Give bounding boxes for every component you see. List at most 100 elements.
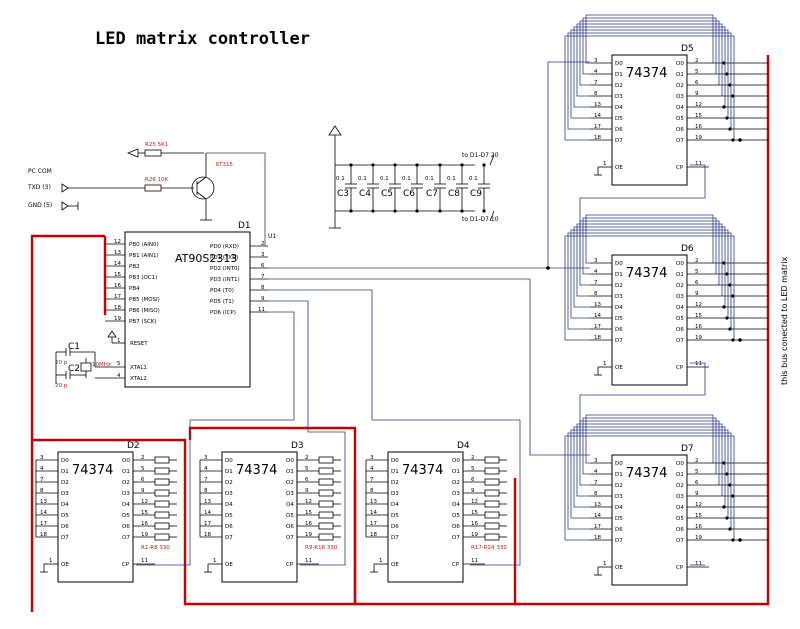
feedback-wire xyxy=(564,35,735,141)
control-wires xyxy=(136,61,706,566)
feedback-wire xyxy=(567,432,732,530)
latch-part: 74374 xyxy=(626,266,667,281)
latch-q-pin-num: 19 xyxy=(471,532,478,538)
latch-q-pin-num: 15 xyxy=(695,513,702,519)
latch-q-pin-name: O3 xyxy=(676,294,684,300)
latch-ref: D3 xyxy=(291,441,304,451)
mcu-lpin-num: 13 xyxy=(114,250,121,256)
latch-d-pin-name: D1 xyxy=(61,469,69,475)
latch-q-pin-num: 6 xyxy=(695,280,699,286)
latch-q-pin-name: O4 xyxy=(676,105,684,111)
feedback-wire xyxy=(573,26,726,108)
junction-dot xyxy=(460,209,464,213)
latch-q-pin-num: 6 xyxy=(695,480,699,486)
latch-q-pin-num: 2 xyxy=(695,58,699,64)
latch-d-pin-name: D2 xyxy=(225,480,233,486)
feedback-wire xyxy=(564,435,735,541)
latch-q-pin-num: 12 xyxy=(695,302,702,308)
mcu-rpin-name: PD2 (INT0) xyxy=(210,266,240,272)
latch-body xyxy=(611,54,688,186)
mcu-rpin-num: 6 xyxy=(261,263,265,269)
latch-d-pin-num: 8 xyxy=(594,91,598,97)
latch-oe-pin-name: OE xyxy=(615,365,623,371)
latch-q-pin-name: O2 xyxy=(676,83,684,89)
latch-q-pin-num: 15 xyxy=(695,113,702,119)
mcu-rpin-name: PD6 (ICP) xyxy=(210,310,236,316)
r25-label: R25 5K1 xyxy=(145,142,168,148)
mcu-lpin-name: PB3 (OC1) xyxy=(129,275,157,281)
latch-d-pin-name: D7 xyxy=(615,338,623,344)
latch-q-pin-name: O1 xyxy=(452,469,460,475)
latch-q-pin-num: 15 xyxy=(695,313,702,319)
latch-d-pin-name: D5 xyxy=(225,513,233,519)
latch-q-pin-num: 5 xyxy=(141,466,145,472)
latch-q-pin-num: 9 xyxy=(695,291,699,297)
latch-q-pin-num: 6 xyxy=(141,477,145,483)
latch-cp-pin-num: 11 xyxy=(695,561,702,567)
latch-d-pin-num: 18 xyxy=(204,532,211,538)
latch-d-pin-num: 8 xyxy=(594,291,598,297)
mcu-rpin-name: PD4 (T0) xyxy=(210,288,234,294)
transistor-kt315 xyxy=(191,176,215,200)
latch-q-pin-num: 16 xyxy=(471,521,478,527)
mcu-lpin-name: PB7 (SCK) xyxy=(129,319,157,325)
latch-cp-pin-name: CP xyxy=(676,565,684,571)
mcu-rpin-num: 3 xyxy=(261,252,265,258)
latch-d-pin-name: D5 xyxy=(391,513,399,519)
pin10-label: to D1-D7 10 xyxy=(462,216,499,223)
latch-d-pin-num: 4 xyxy=(594,69,598,75)
latch-q-pin-num: 15 xyxy=(141,510,148,516)
latch-q-pin-name: O7 xyxy=(452,535,460,541)
latch-d-pin-name: D2 xyxy=(391,480,399,486)
feedback-wire xyxy=(585,14,714,64)
latch-oe-pin-num: 1 xyxy=(603,161,607,167)
latch-d-pin-num: 8 xyxy=(204,488,208,494)
crystal-freq: 10MHz xyxy=(92,362,111,368)
junction-dot xyxy=(349,209,353,213)
capacitor-ref: C6 xyxy=(403,189,415,199)
cap-c2-ref: C2 xyxy=(68,364,80,374)
mcu-d1: D1 AT90S2313 12 13 14 15 16 17 18 19 PB0… xyxy=(95,221,276,388)
latch-q-pin-num: 9 xyxy=(695,91,699,97)
latch-d-pin-num: 13 xyxy=(40,499,47,505)
junction-dot xyxy=(731,338,735,342)
output-bus-wires xyxy=(546,14,768,542)
junction-dot xyxy=(460,163,464,167)
latch-d-pin-name: D1 xyxy=(615,272,623,278)
latch-q-pin-name: O4 xyxy=(676,505,684,511)
latch-d-pin-num: 7 xyxy=(370,477,374,483)
latch-d-pin-num: 3 xyxy=(40,455,44,461)
latch-d-pin-name: D7 xyxy=(61,535,69,541)
latch-oe-pin-name: OE xyxy=(615,165,623,171)
latch-q-pin-num: 19 xyxy=(695,335,702,341)
latch-d-pin-name: D6 xyxy=(615,127,623,133)
latch-d-pin-name: D6 xyxy=(61,524,69,530)
mcu-lpin-name: PB2 xyxy=(129,264,140,270)
capacitor-ref: C3 xyxy=(337,189,349,199)
latch-q-pin-name: O5 xyxy=(122,513,130,519)
latch-q-pin-name: O5 xyxy=(676,516,684,522)
transistor-label: KT315 xyxy=(216,162,234,168)
latch-d-pin-name: D1 xyxy=(391,469,399,475)
latch-d-pin-num: 3 xyxy=(204,455,208,461)
latch-q-pin-name: O1 xyxy=(676,272,684,278)
latch-q-pin-num: 16 xyxy=(305,521,312,527)
mcu-lpin-name: PB5 (MOSI) xyxy=(129,297,160,303)
gnd-connector-icon xyxy=(61,201,69,211)
latch-oe-pin-name: OE xyxy=(225,562,233,568)
latch-d-pin-name: D7 xyxy=(225,535,233,541)
xtal2-pin-num: 4 xyxy=(117,373,121,379)
junction-dot xyxy=(393,209,397,213)
latch-d-pin-name: D1 xyxy=(225,469,233,475)
latch-oe-pin-num: 1 xyxy=(379,558,383,564)
latch-q-pin-name: O4 xyxy=(122,502,130,508)
latch-q-pin-num: 5 xyxy=(695,469,699,475)
latch-q-pin-name: O3 xyxy=(286,491,294,497)
latch-d-pin-num: 14 xyxy=(370,510,377,516)
latch-d-pin-num: 4 xyxy=(204,466,208,472)
mcu-lpin-num: 16 xyxy=(114,283,121,289)
latch-body xyxy=(611,454,688,586)
latch-q-pin-num: 12 xyxy=(695,502,702,508)
